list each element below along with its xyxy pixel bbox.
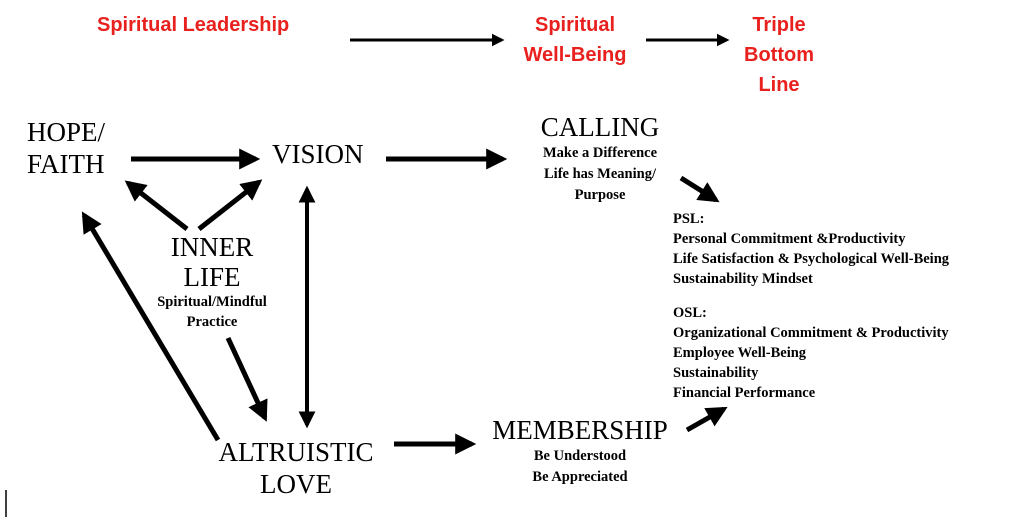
node-hope-faith-line: FAITH (27, 149, 105, 179)
arrow-inner-to-vision (197, 179, 263, 231)
outcomes-osl-item: Sustainability (673, 365, 759, 381)
node-hope-faith-line: HOPE/ (27, 117, 106, 147)
node-inner-life-title: INNER LIFE (132, 232, 292, 292)
node-altruistic-love: ALTRUISTIC LOVE (206, 436, 386, 500)
node-inner-life: INNER LIFE Spiritual/Mindful Practice (132, 232, 292, 332)
outcomes-psl-item: Life Satisfaction & Psychological Well-B… (673, 251, 950, 267)
outcomes-psl-label: PSL: (673, 211, 705, 227)
node-membership-line: Be Appreciated (532, 469, 628, 485)
node-calling: CALLING Make a Difference Life has Meani… (520, 111, 680, 206)
node-calling-line: Life has Meaning/ (544, 166, 656, 182)
arrow-inner-to-love (225, 336, 268, 422)
outcomes-osl-item: Employee Well-Being (673, 345, 807, 361)
outcomes-psl-item: Sustainability Mindset (673, 271, 813, 287)
arrow-membership-to-outcomes (685, 406, 728, 433)
outcomes-osl-item: Financial Performance (673, 385, 816, 401)
node-inner-life-line: Practice (186, 314, 238, 330)
outcomes-psl-item: Personal Commitment &Productivity (673, 231, 906, 247)
node-inner-life-title-line: INNER (170, 232, 254, 262)
arrow-love-to-hope (81, 211, 221, 442)
node-calling-line: Make a Difference (542, 145, 658, 161)
node-membership-line: Be Understood (533, 448, 627, 464)
node-inner-life-title-line: LIFE (183, 262, 241, 292)
header-spiritual-wellbeing: Spiritual Well-Being (505, 10, 645, 70)
node-hope-faith: HOPE/ FAITH (27, 116, 105, 180)
arrow-calling-to-outcomes (679, 175, 720, 203)
node-membership: MEMBERSHIP Be Understood Be Appreciated (480, 414, 680, 488)
header-tbl-line: Triple (752, 14, 806, 36)
header-tbl-line: Bottom (744, 44, 814, 66)
node-inner-life-detail: Spiritual/Mindful Practice (132, 292, 292, 332)
node-calling-detail: Make a Difference Life has Meaning/ Purp… (520, 143, 680, 206)
node-membership-detail: Be Understood Be Appreciated (480, 446, 680, 488)
outcomes-osl-item: Organizational Commitment & Productivity (673, 325, 949, 341)
header-spiritual-leadership: Spiritual Leadership (97, 14, 290, 36)
node-calling-title: CALLING (540, 112, 660, 142)
outcomes-psl: PSL: Personal Commitment &Productivity L… (673, 209, 949, 289)
header-spiritual-wellbeing-line: Well-Being (523, 44, 627, 66)
node-vision: VISION (272, 139, 364, 169)
header-triple-bottom-line: Triple Bottom Line (724, 10, 834, 100)
header-spiritual-wellbeing-line: Spiritual (534, 14, 615, 36)
arrow-inner-to-hope (124, 180, 189, 231)
outcomes-osl: OSL: Organizational Commitment & Product… (673, 303, 949, 403)
node-inner-life-line: Spiritual/Mindful (157, 294, 267, 310)
header-tbl-line: Line (758, 74, 800, 96)
node-altruistic-love-line: LOVE (260, 469, 332, 499)
node-calling-line: Purpose (574, 187, 626, 203)
outcomes-osl-label: OSL: (673, 305, 707, 321)
node-altruistic-love-line: ALTRUISTIC (218, 437, 374, 467)
node-membership-title: MEMBERSHIP (492, 415, 668, 445)
